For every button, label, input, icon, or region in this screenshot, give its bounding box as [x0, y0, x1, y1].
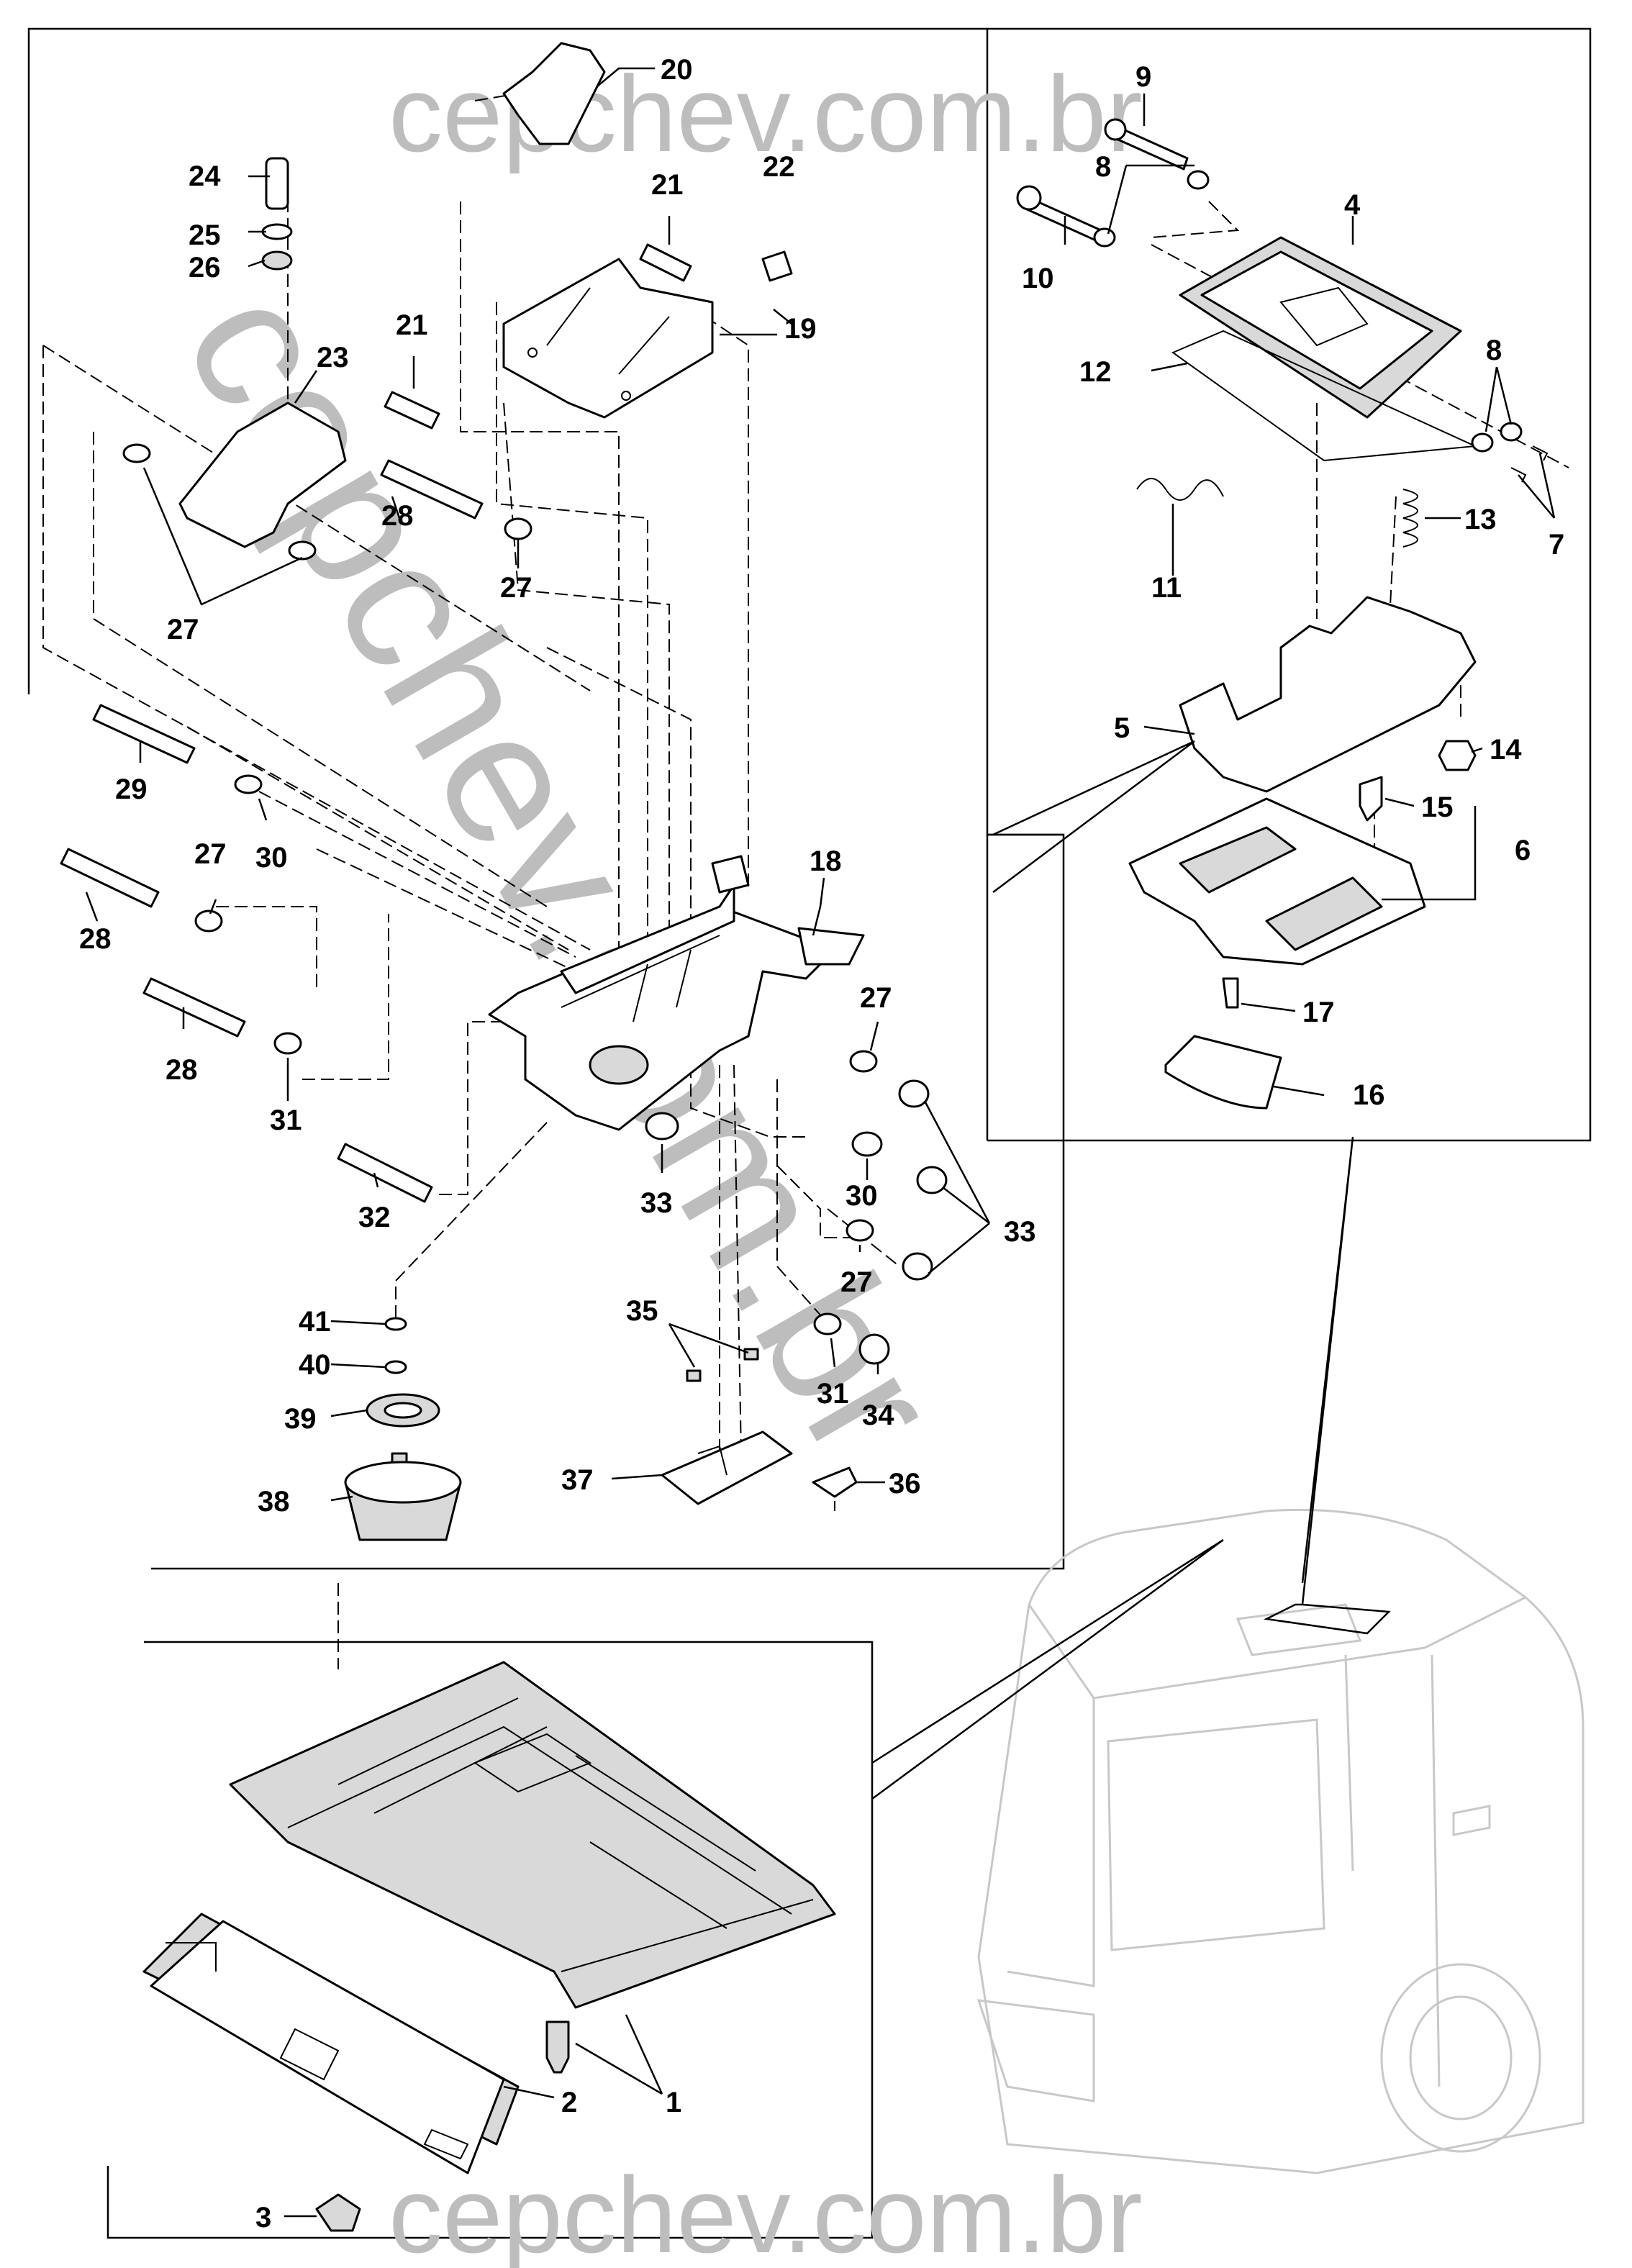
callout-19: 19: [784, 313, 817, 345]
pins-and-bushings: [60, 157, 948, 1365]
callout-21a: 21: [651, 169, 684, 201]
callout-8a: 8: [1095, 151, 1111, 183]
callout-15: 15: [1421, 791, 1454, 823]
callout-23: 23: [317, 342, 349, 373]
callout-27e: 27: [840, 1266, 873, 1298]
springs-11-13: [1136, 478, 1418, 548]
callout-4: 4: [1344, 189, 1361, 221]
callout-27c: 27: [194, 838, 227, 870]
callout-31b: 31: [817, 1378, 849, 1410]
latch-frame-part: [1179, 596, 1477, 793]
bolts-9-10: [1016, 118, 1549, 483]
callout-21b: 21: [396, 309, 428, 341]
callout-8b: 8: [1486, 335, 1502, 366]
seat-base-bracket-part: [488, 855, 865, 1131]
callout-33b: 33: [1004, 1216, 1036, 1248]
callout-30b: 30: [846, 1180, 878, 1212]
lever-bracket-part: [502, 42, 606, 145]
callout-11: 11: [1151, 572, 1182, 604]
callout-34: 34: [862, 1400, 894, 1431]
diagram-frames: [27, 27, 1592, 2239]
knob-assembly: [344, 1317, 462, 1541]
truck-cab-illustration: [976, 1508, 1585, 2174]
callout-26: 26: [189, 252, 221, 284]
callout-27a: 27: [167, 614, 199, 645]
callout-22: 22: [763, 151, 795, 183]
front-cover-part: [142, 1913, 520, 2174]
leader-lines: [85, 67, 1556, 2218]
callout-10: 10: [1022, 263, 1054, 294]
callout-20: 20: [661, 54, 693, 86]
floor-panel-part: [229, 1661, 836, 2009]
callout-40: 40: [299, 1349, 331, 1381]
callout-30a: 30: [255, 842, 288, 874]
callout-1: 1: [666, 2087, 681, 2118]
callout-32: 32: [358, 1202, 391, 1233]
callout-9: 9: [1135, 61, 1151, 93]
callout-41: 41: [299, 1306, 331, 1338]
callout-2: 2: [561, 2087, 577, 2118]
callout-5: 5: [1114, 712, 1130, 744]
watermark-top: cepchev.com.br: [389, 53, 1143, 174]
callout-14: 14: [1490, 734, 1522, 766]
callout-38: 38: [258, 1486, 290, 1518]
floor-bolt-part: [545, 2020, 570, 2074]
callout-7: 7: [1549, 529, 1564, 561]
callout-17: 17: [1302, 997, 1335, 1028]
callout-27d: 27: [860, 982, 892, 1014]
callout-37: 37: [561, 1464, 594, 1496]
callout-6: 6: [1515, 835, 1531, 866]
callout-31a: 31: [270, 1104, 302, 1136]
callout-28a: 28: [381, 500, 414, 532]
nut-part: [1438, 740, 1477, 771]
callout-28b: 28: [79, 923, 112, 955]
clip-part: [315, 2193, 361, 2232]
callout-24: 24: [189, 160, 221, 192]
callout-29: 29: [115, 774, 148, 805]
side-bracket-part: [178, 402, 347, 548]
callout-35: 35: [626, 1295, 658, 1327]
sensor-assembly: [661, 1348, 858, 1505]
callout-labels: 1 2 3 4 5 6 7 8 8 9 10 11 12 13 14 15 16…: [79, 54, 1564, 2233]
callout-33a: 33: [640, 1187, 673, 1219]
handle-cover-part: [1128, 776, 1426, 1110]
callout-28c: 28: [166, 1054, 198, 1086]
callout-25: 25: [189, 219, 221, 251]
callout-12: 12: [1079, 356, 1112, 388]
callout-27b: 27: [500, 572, 532, 604]
callout-18: 18: [810, 845, 842, 877]
hinge-plate-part: [502, 258, 714, 419]
watermark-bottom: cepchev.com.br: [389, 2154, 1143, 2268]
callout-39: 39: [284, 1403, 317, 1435]
callout-36: 36: [889, 1468, 921, 1500]
callout-16: 16: [1353, 1079, 1385, 1111]
callout-3: 3: [255, 2202, 271, 2233]
callout-13: 13: [1464, 504, 1497, 535]
hatch-lid-part: [1179, 236, 1462, 419]
